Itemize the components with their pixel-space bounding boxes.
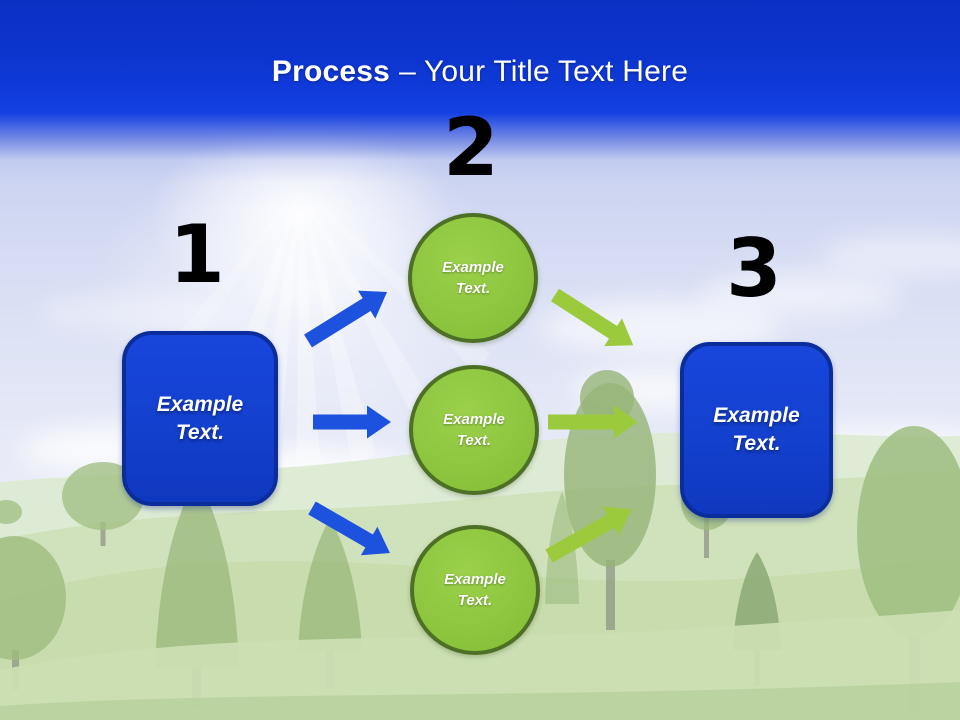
arrow-start-to-bottom-circle: [308, 501, 390, 556]
step-node-2-label: Example Text.: [443, 411, 505, 449]
process-start-node: Example Text.: [122, 331, 278, 506]
step-node-1-label: Example Text.: [442, 259, 504, 297]
arrow-middle-circle-to-end: [548, 405, 638, 439]
title-rest: – Your Title Text Here: [399, 55, 689, 88]
cloud: [820, 235, 960, 275]
cloud: [40, 295, 240, 330]
process-step-node-2: Example Text.: [409, 365, 539, 495]
process-end-node: Example Text.: [680, 342, 833, 518]
arrow-top-circle-to-end: [550, 288, 634, 347]
end-node-label: Example Text.: [713, 404, 800, 455]
cloud: [700, 272, 900, 317]
arrow-start-to-top-circle: [304, 290, 388, 348]
step-number-2: 2: [443, 101, 499, 194]
process-step-node-1: Example Text.: [408, 213, 538, 343]
process-step-node-3: Example Text.: [410, 525, 540, 655]
start-node-label: Example Text.: [156, 392, 244, 444]
arrow-start-to-middle-circle: [313, 405, 391, 439]
title-band: [0, 0, 960, 182]
title-emphasis: Process: [271, 55, 391, 88]
slide-title: Process– Your Title Text Here: [0, 52, 960, 92]
step-number-1: 1: [169, 208, 225, 301]
arrow-bottom-circle-to-end: [545, 506, 632, 563]
step-node-3-label: Example Text.: [444, 571, 506, 609]
step-number-3: 3: [726, 222, 782, 315]
